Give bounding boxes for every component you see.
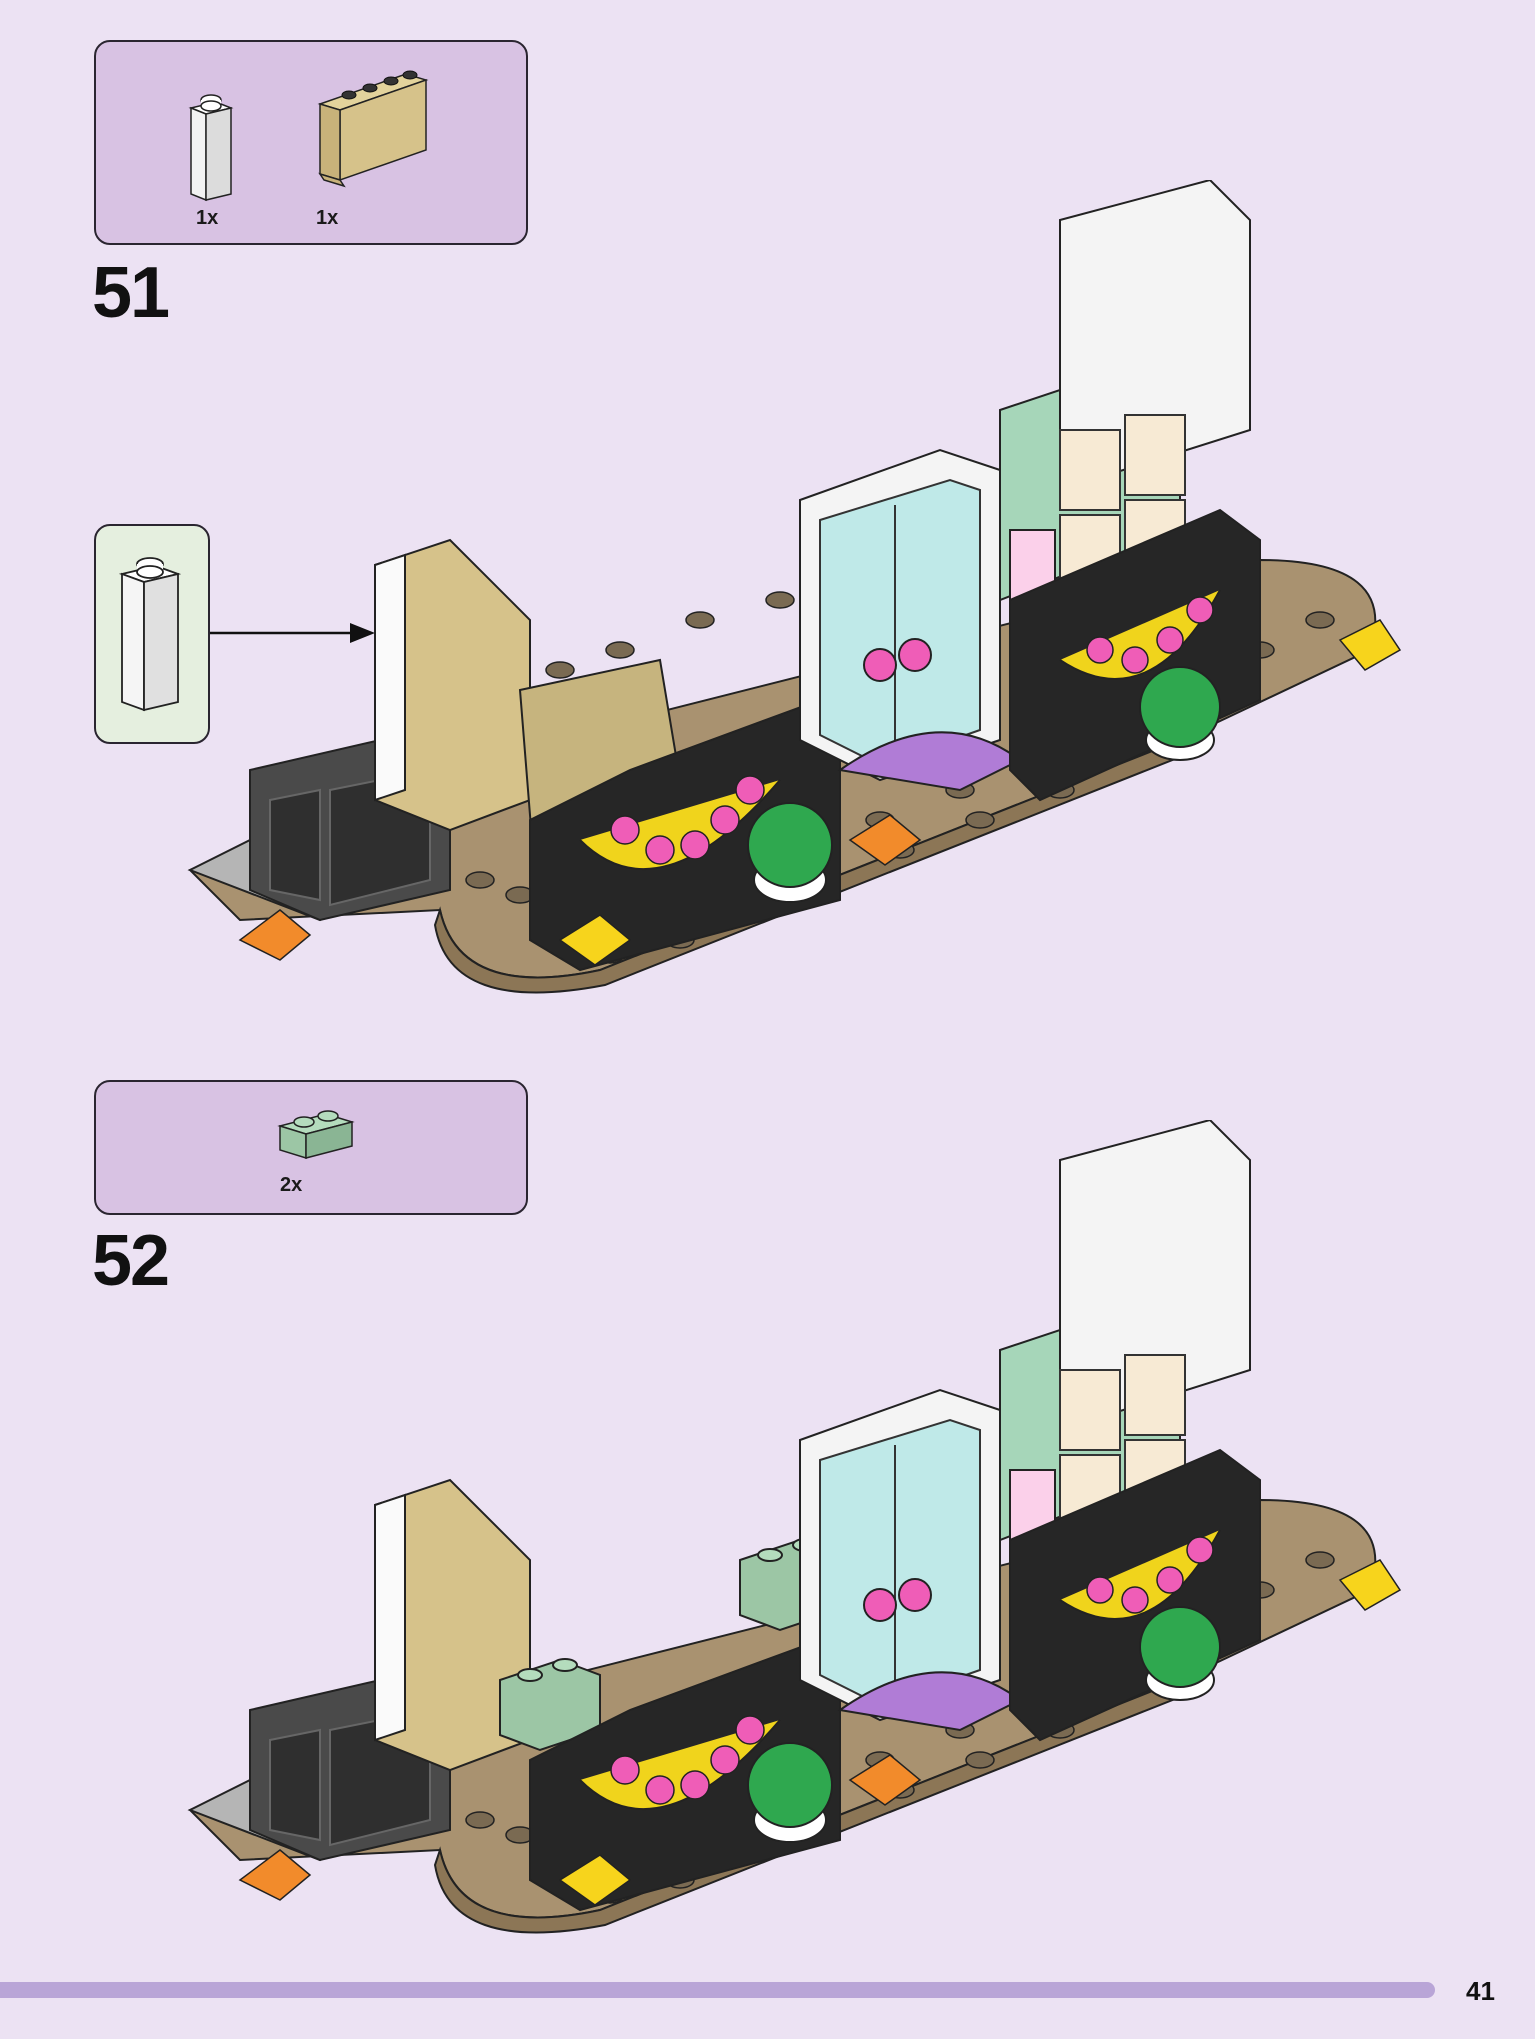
page-number: 41 <box>1466 1976 1495 2006</box>
sand-green-brick-icon <box>277 1110 355 1160</box>
parts-list-step-51: 1x 1x <box>94 40 528 245</box>
footer-bar <box>0 1982 1435 1998</box>
model-step-52 <box>187 1120 1402 1934</box>
tan-panel-icon <box>317 70 429 188</box>
parts-list-step-52: 2x <box>94 1080 528 1215</box>
placement-arrow <box>210 623 375 643</box>
part-qty: 1x <box>316 207 339 229</box>
step-number: 51 <box>92 253 170 333</box>
white-brick-icon <box>188 94 234 202</box>
step-number: 52 <box>92 1221 170 1301</box>
white-brick-icon <box>118 557 182 712</box>
part-qty: 1x <box>196 207 219 229</box>
part-qty: 2x <box>280 1174 303 1196</box>
subassembly-callout <box>94 524 210 744</box>
model-step-51 <box>187 180 1402 994</box>
